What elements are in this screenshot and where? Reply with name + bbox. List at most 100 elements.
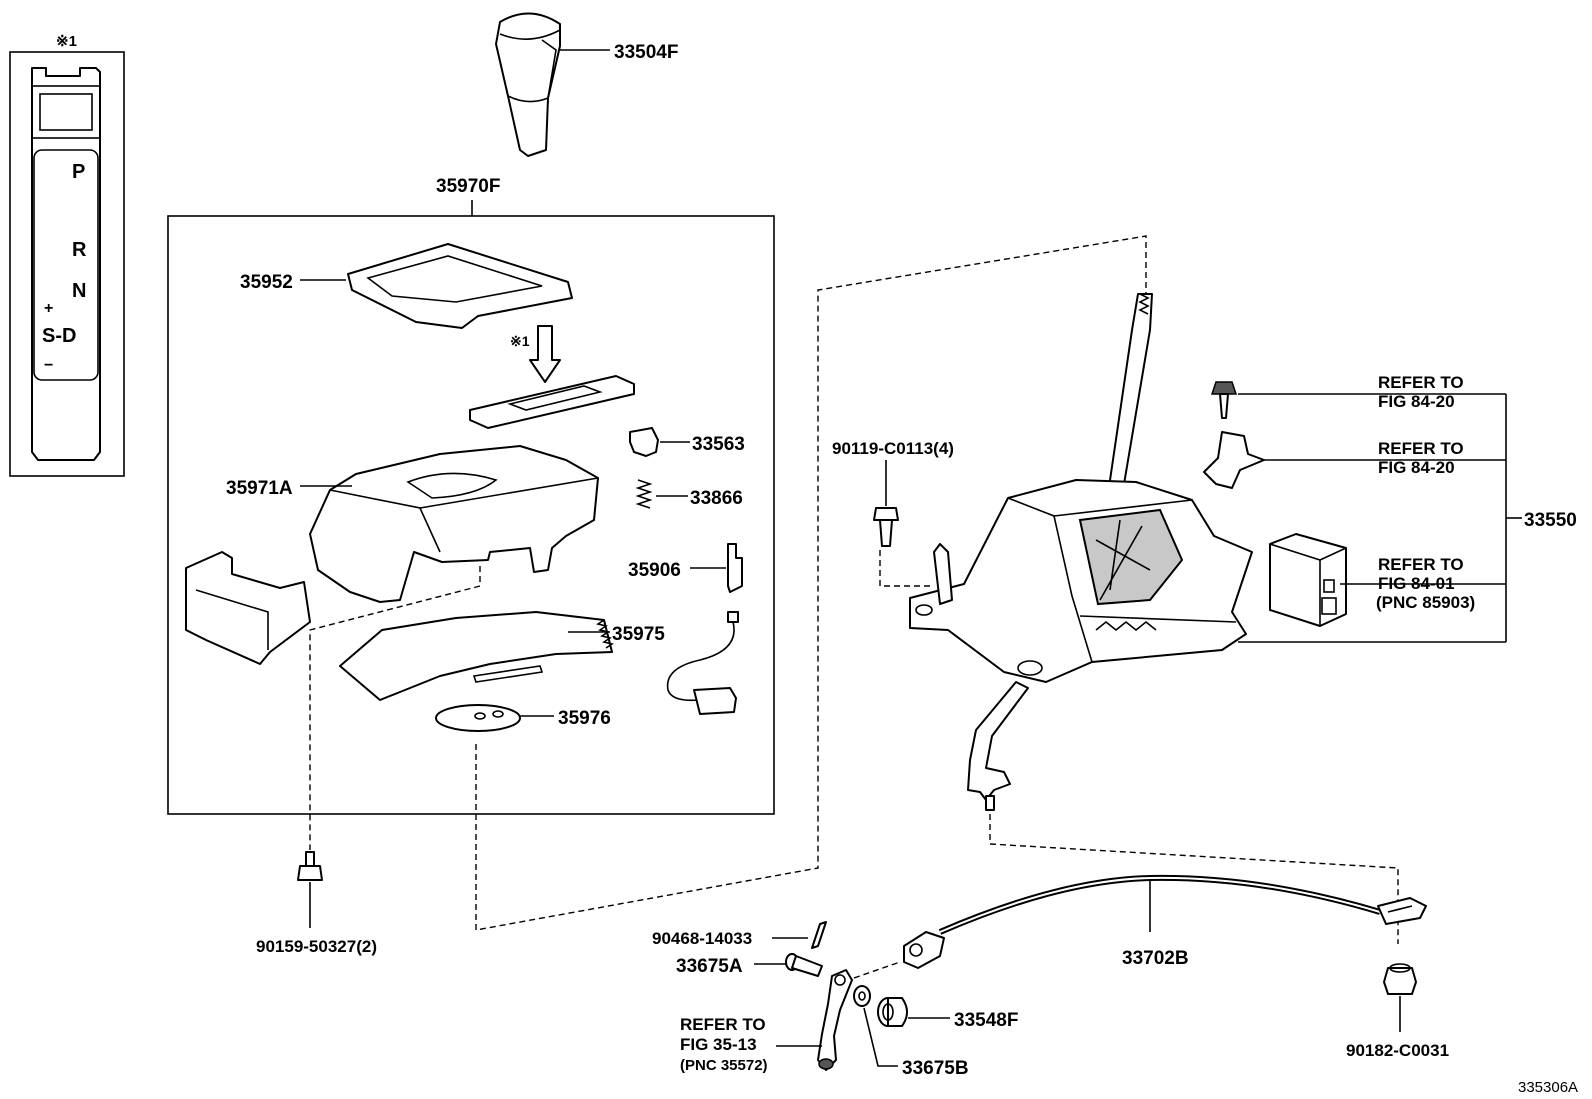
shifter-edge-1 xyxy=(1007,497,1093,663)
dash-cable-nut xyxy=(989,804,1399,944)
label-33702B: 33702B xyxy=(1122,948,1189,969)
shifter-edge-2 xyxy=(1053,499,1193,517)
plate-35952-opening xyxy=(366,255,543,303)
bracket-35971A xyxy=(309,445,599,603)
assembly-frame xyxy=(167,215,775,815)
ref2-line1: REFER TO xyxy=(1378,439,1464,458)
cover-35975 xyxy=(339,611,613,701)
cable-inner xyxy=(939,876,1381,933)
top-bolt-head xyxy=(1210,381,1238,395)
label-33550: 33550 xyxy=(1524,510,1577,531)
bolt-shifter-shank xyxy=(879,519,893,547)
indicator-plus: + xyxy=(44,300,53,317)
nut-top xyxy=(1389,963,1411,973)
label-35976: 35976 xyxy=(558,708,611,729)
label-33675A: 33675A xyxy=(676,956,743,977)
cover-slot xyxy=(472,665,544,683)
label-33675B: 33675B xyxy=(902,1058,969,1079)
spring-33866 xyxy=(635,479,653,509)
dash-shifter-bolt xyxy=(879,550,934,587)
dash-bolt-lower xyxy=(309,566,481,850)
indicator-n: N xyxy=(72,280,86,302)
shifter-body xyxy=(909,479,1253,683)
lever-body xyxy=(817,969,853,1071)
cable-end-right xyxy=(1377,897,1427,925)
clip-body xyxy=(811,921,827,949)
bushing-body xyxy=(887,997,908,1027)
bushing-hole xyxy=(882,1003,894,1021)
ref3-line2: FIG 84-01 xyxy=(1378,574,1455,593)
label-90468-14033: 90468-14033 xyxy=(652,929,752,948)
label-33866: 33866 xyxy=(690,488,743,509)
shifter-gate-mech xyxy=(1078,508,1184,606)
label-33563: 33563 xyxy=(692,434,745,455)
control-module-edges xyxy=(1269,543,1347,626)
bushing: 33548F xyxy=(877,997,1018,1031)
indicator-gate xyxy=(33,149,99,381)
knob-line-mid xyxy=(507,95,549,103)
washer-hole xyxy=(858,991,866,1001)
indicator-minus: − xyxy=(44,357,53,374)
disc-35976 xyxy=(435,704,521,732)
bolt-shifter: 90119-C0113(4) xyxy=(832,439,954,547)
indicator-p: P xyxy=(72,161,85,183)
indicator-plate xyxy=(31,67,101,461)
cover-teeth xyxy=(596,619,614,649)
side-bracket-edge xyxy=(195,589,269,650)
lever-end xyxy=(818,1058,834,1070)
washer-body xyxy=(853,985,871,1007)
ref2-line2: FIG 84-20 xyxy=(1378,458,1455,477)
harness-connector-top xyxy=(727,611,739,623)
shifter-mount-post xyxy=(933,543,953,605)
nut: 90182-C0031 xyxy=(1346,963,1449,1060)
disc-hole-2 xyxy=(492,710,504,718)
control-lever: REFER TO FIG 35-13 (PNC 35572) xyxy=(680,969,853,1074)
label-90159-50327: 90159-50327(2) xyxy=(256,937,377,956)
ref1-line1: REFER TO xyxy=(1378,373,1464,392)
knob-line-top xyxy=(499,29,561,40)
insert-arrow xyxy=(529,325,561,383)
label-90119-C0113: 90119-C0113(4) xyxy=(832,439,954,458)
bolt-lower-head xyxy=(297,865,323,881)
shift-indicator-panel: ※1 P R N + S-D − xyxy=(9,33,125,477)
ref4-line1: REFER TO xyxy=(680,1015,766,1034)
washer: 33675B xyxy=(853,985,969,1079)
label-33548F: 33548F xyxy=(954,1010,1018,1031)
bolt-lower-shank xyxy=(305,851,315,867)
shifter-assembly: 33550 REFER TO FIG 84-20 REFER TO FIG 84… xyxy=(909,293,1577,811)
plate-35952 xyxy=(347,243,573,329)
cable-outer xyxy=(938,874,1381,935)
harness-sensor xyxy=(693,687,737,715)
label-90182-C0031: 90182-C0031 xyxy=(1346,1041,1449,1060)
label-35970F: 35970F xyxy=(436,176,500,197)
cable-end-right-slot xyxy=(1387,905,1413,913)
indicator-window-inner xyxy=(39,93,93,131)
nut-body xyxy=(1383,967,1417,995)
console-assembly-box: 35970F 35952 ※1 33563 33866 35906 xyxy=(167,176,775,815)
shifter-mount-hole xyxy=(1017,660,1043,676)
knob-line-side xyxy=(541,39,557,99)
shift-cable: 33702B xyxy=(903,874,1427,969)
indicator-window-outer xyxy=(31,85,101,139)
small-bracket xyxy=(1203,431,1265,489)
clip: 90468-14033 xyxy=(652,921,827,949)
top-bolt-shank xyxy=(1219,393,1229,419)
note-mark-top: ※1 xyxy=(56,33,77,50)
pin-shank xyxy=(791,955,823,977)
label-35975: 35975 xyxy=(612,624,665,645)
control-module-port-2 xyxy=(1321,597,1337,615)
dash-lever xyxy=(853,961,901,979)
ref1-line2: FIG 84-20 xyxy=(1378,392,1455,411)
label-35906: 35906 xyxy=(628,560,681,581)
label-33504F: 33504F xyxy=(614,42,678,63)
shifter-lower-arm xyxy=(967,681,1029,801)
indicator-strip-window xyxy=(507,385,603,411)
disc-hole-1 xyxy=(474,712,486,720)
lever-hole xyxy=(834,974,846,986)
bracket-edge-2 xyxy=(419,477,599,509)
ref4-line3: (PNC 35572) xyxy=(680,1057,768,1074)
shifter-mount-hole-2 xyxy=(915,604,933,616)
indicator-sd: S-D xyxy=(42,325,76,347)
shifter-base-line xyxy=(1079,615,1237,623)
